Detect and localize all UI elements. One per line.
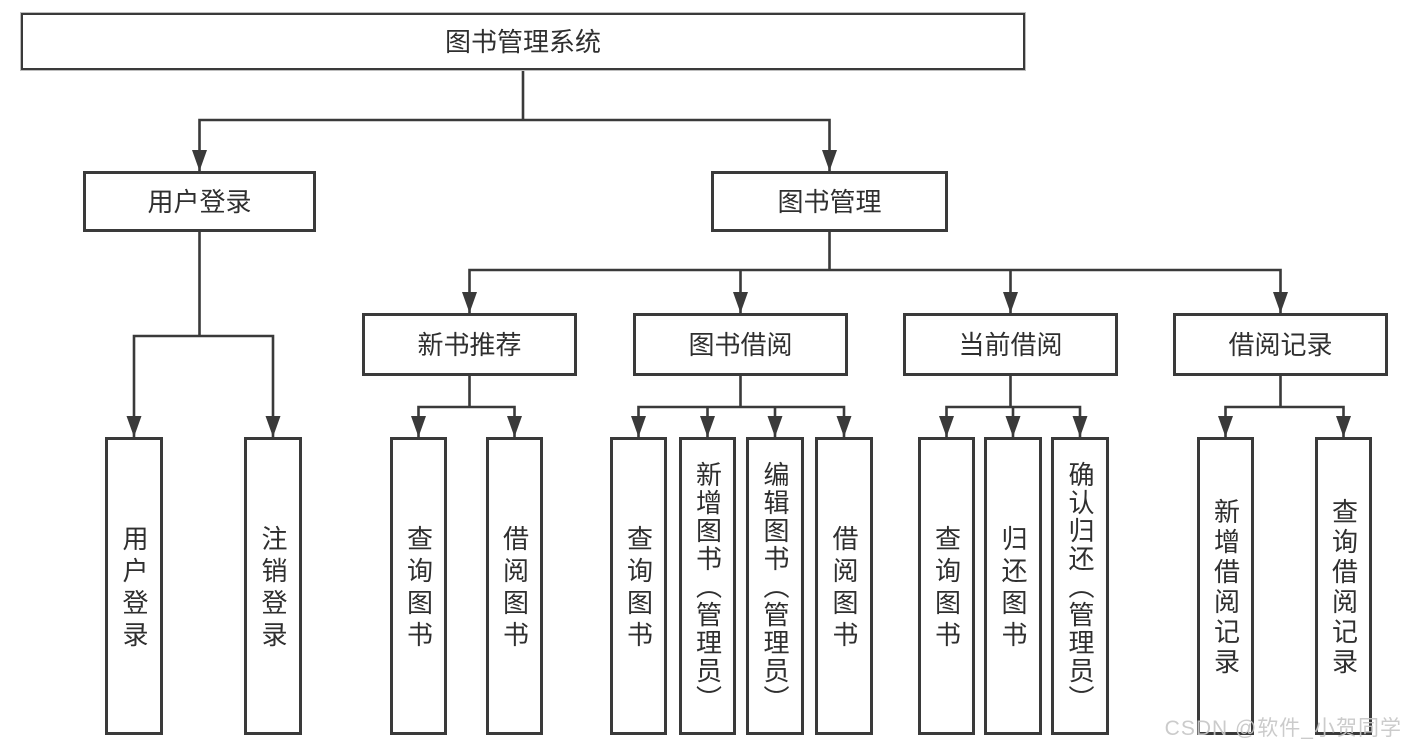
- arrowhead-icon: [631, 416, 646, 437]
- node-label: 查询图书: [403, 525, 434, 653]
- node-borrow-edit-books-admin: 编辑图书（管理员）: [746, 437, 804, 735]
- arrowhead-icon: [1003, 292, 1018, 313]
- arrowhead-icon: [1005, 416, 1021, 437]
- arrowhead-icon: [836, 416, 852, 437]
- node-records-query-record: 查询借阅记录: [1315, 437, 1372, 735]
- arrowhead-icon: [767, 416, 783, 437]
- node-user-login-leaf: 用户登录: [105, 437, 163, 735]
- node-current-confirm-return-admin: 确认归还（管理员）: [1051, 437, 1109, 735]
- node-book-management: 图书管理: [711, 171, 948, 232]
- connector-lines: [132, 70, 1345, 437]
- node-label: 借阅记录: [1228, 329, 1333, 360]
- node-current-query-books: 查询图书: [918, 437, 975, 735]
- arrowhead-icon: [1273, 292, 1288, 313]
- node-borrow-query-books: 查询图书: [610, 437, 667, 735]
- node-label: 确认归还（管理员）: [1065, 461, 1095, 713]
- node-recommend-query-books: 查询图书: [390, 437, 447, 735]
- node-label: 新增图书（管理员）: [692, 461, 723, 713]
- arrowhead-icon: [1218, 416, 1233, 437]
- arrowhead-icon: [507, 416, 522, 437]
- node-borrow-records: 借阅记录: [1173, 313, 1388, 376]
- arrowhead-icon: [192, 150, 207, 171]
- node-label: 借阅图书: [829, 525, 859, 653]
- arrowhead-icon: [462, 292, 477, 313]
- node-label: 用户登录: [147, 186, 252, 217]
- node-label: 新书推荐: [417, 329, 522, 360]
- node-borrow-add-books-admin: 新增图书（管理员）: [679, 437, 736, 735]
- arrowhead-icon: [939, 416, 954, 437]
- node-label: 注销登录: [258, 525, 288, 653]
- node-library-system: 图书管理系统: [21, 13, 1025, 70]
- node-label: 查询图书: [623, 525, 654, 653]
- node-new-book-recommend: 新书推荐: [362, 313, 577, 376]
- csdn-watermark: CSDN @软件_小贺同学: [1164, 717, 1402, 740]
- arrowhead-icon: [700, 416, 715, 437]
- node-label: 查询图书: [931, 525, 962, 653]
- node-label: 图书管理: [777, 186, 882, 217]
- node-label: 归还图书: [998, 525, 1028, 653]
- node-current-borrow: 当前借阅: [903, 313, 1118, 376]
- node-current-return-books: 归还图书: [984, 437, 1042, 735]
- arrowhead-icon: [1336, 416, 1351, 437]
- node-label: 查询借阅记录: [1328, 498, 1359, 678]
- node-label: 图书借阅: [688, 329, 793, 360]
- node-label: 用户登录: [119, 525, 149, 653]
- node-label: 编辑图书（管理员）: [760, 461, 790, 713]
- arrowhead-icon: [265, 416, 281, 437]
- arrowhead-icon: [733, 292, 748, 313]
- arrowhead-icon: [1072, 416, 1088, 437]
- node-label: 当前借阅: [958, 329, 1063, 360]
- arrowheads: [126, 150, 1351, 437]
- arrowhead-icon: [411, 416, 426, 437]
- arrowhead-icon: [126, 416, 142, 437]
- arrowhead-icon: [822, 150, 837, 171]
- node-label: 新增借阅记录: [1210, 498, 1241, 678]
- node-borrow-borrow-books: 借阅图书: [815, 437, 873, 735]
- node-book-borrow: 图书借阅: [633, 313, 848, 376]
- node-logout-leaf: 注销登录: [244, 437, 302, 735]
- node-label: 借阅图书: [499, 525, 530, 653]
- node-label: 图书管理系统: [444, 26, 601, 57]
- node-records-add-record: 新增借阅记录: [1197, 437, 1254, 735]
- node-recommend-borrow-books: 借阅图书: [486, 437, 543, 735]
- node-user-login: 用户登录: [83, 171, 316, 232]
